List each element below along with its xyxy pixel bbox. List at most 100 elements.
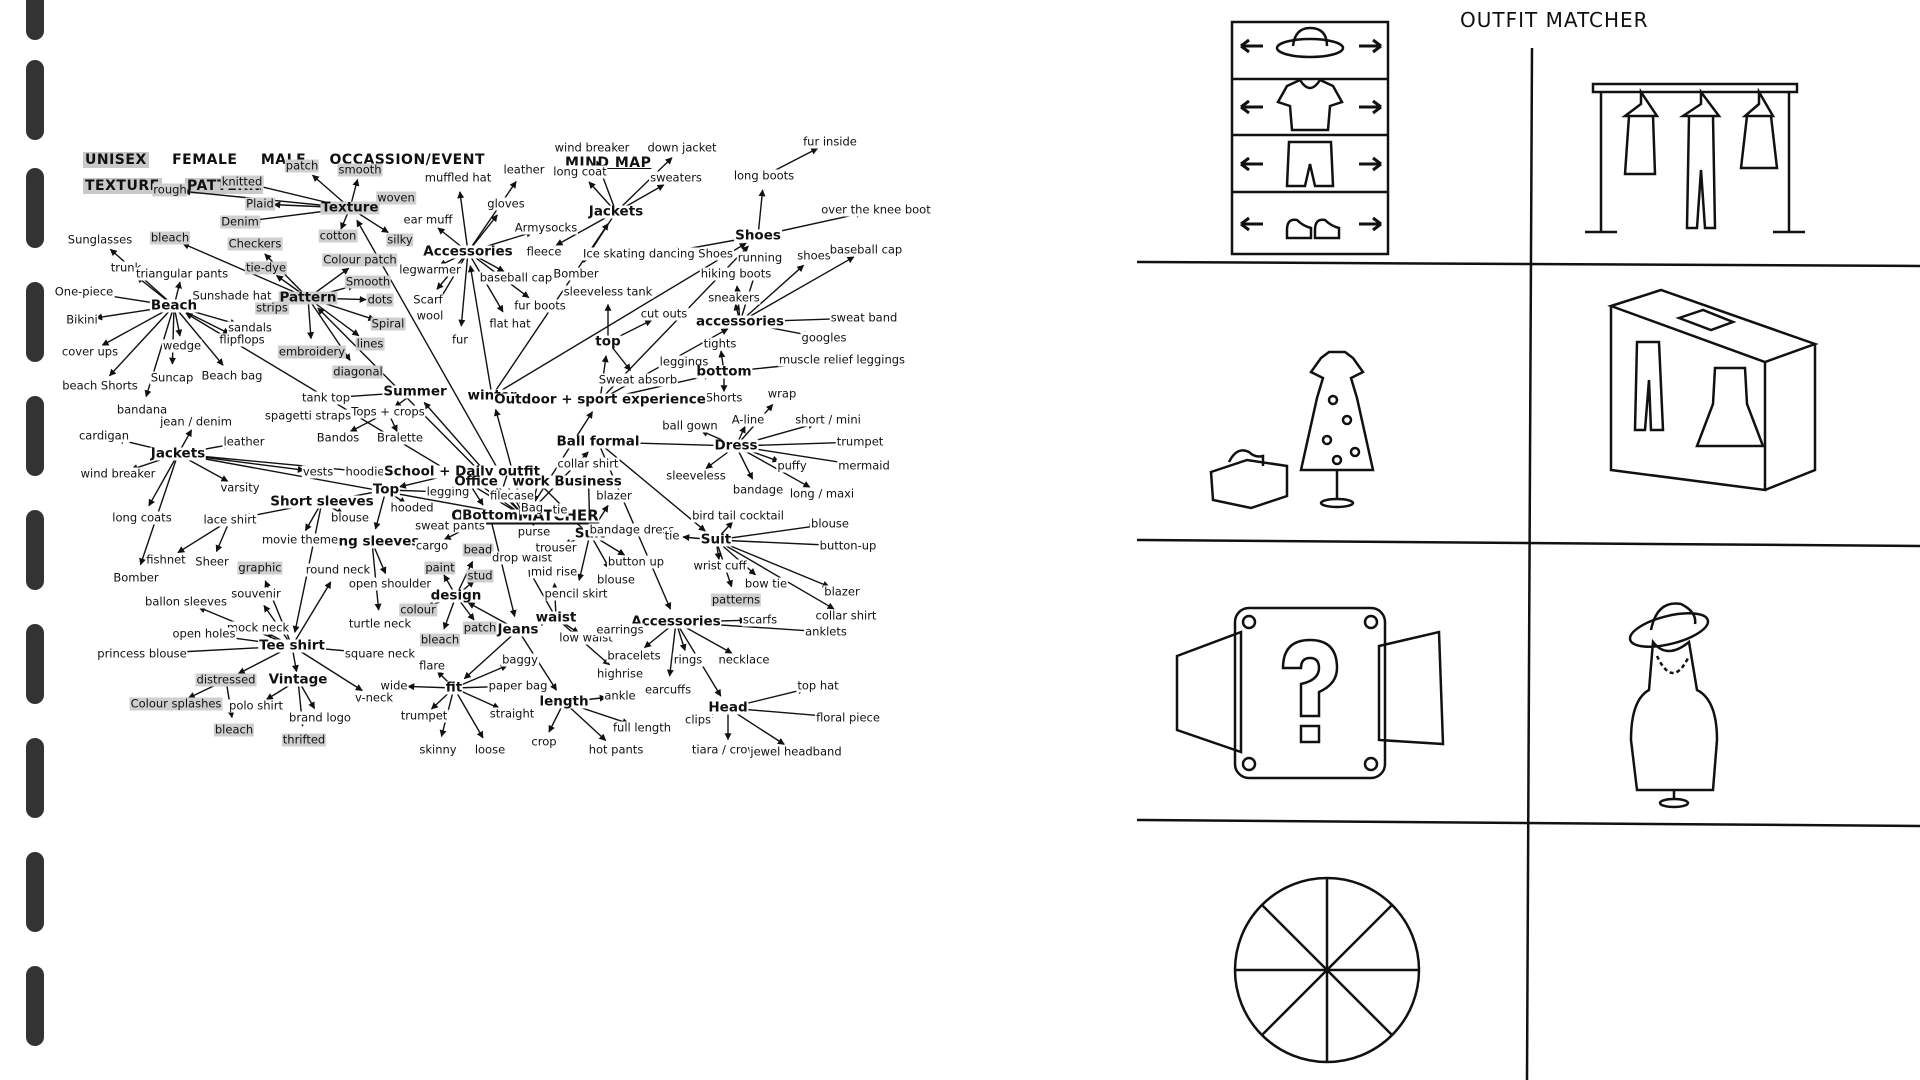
mindmap-node-open-holes: open holes	[171, 626, 237, 641]
mindmap-node-smooth: smooth	[337, 162, 383, 177]
mindmap-node-wrap: wrap	[766, 386, 798, 401]
mindmap-node-cover-ups: cover ups	[60, 344, 120, 359]
binding-ring	[26, 966, 44, 1046]
mindmap-node-head: Head	[707, 699, 749, 716]
mindmap-node-fit: fit	[444, 679, 464, 696]
mindmap-connector	[577, 533, 591, 582]
mindmap-node-mermaid: mermaid	[837, 458, 891, 473]
binding-ring	[26, 624, 44, 704]
mindmap-node-balloon: ballon sleeves	[144, 594, 228, 609]
mindmap-node-filecase: filecase	[489, 488, 535, 503]
mindmap-node-colour-patch: Colour patch	[322, 252, 398, 267]
mindmap-node-ball-gown: ball gown	[661, 418, 719, 433]
mindmap-connector	[735, 445, 811, 488]
mindmap-node-collar-shirt2: collar shirt	[814, 608, 878, 623]
mindmap-node-dress: Dress	[713, 437, 759, 454]
binding-ring	[26, 0, 44, 40]
mindmap-node-bomber2: Bomber	[112, 570, 160, 585]
binding-ring	[26, 396, 44, 476]
mindmap-connector	[371, 541, 382, 611]
mindmap-connector	[615, 157, 673, 213]
mindmap-node-patch: patch	[284, 158, 320, 173]
mindmap-node-muffled-hat: muffled hat	[423, 170, 493, 185]
mindmap-node-bomber: Bomber	[552, 266, 600, 281]
mindmap-node-cut-outs: cut outs	[639, 306, 689, 321]
mindmap-node-ball-formal: Ball formal	[555, 433, 641, 450]
mindmap-node-blazer2: blazer	[823, 584, 861, 599]
mindmap-connector	[173, 305, 224, 366]
mindmap-node-varsity: varsity	[219, 480, 261, 495]
mindmap-node-sweaters: sweaters	[649, 170, 703, 185]
mindmap-node-loose: loose	[473, 742, 507, 757]
mindmap-node-graphic: graphic	[237, 560, 283, 575]
mindmap-node-earcuffs: earcuffs	[643, 682, 693, 697]
mindmap-node-colour: colour	[399, 602, 437, 617]
mindmap-node-running: running	[736, 250, 784, 265]
mindmap-node-sweat-absorb: Sweat absorb	[597, 372, 679, 387]
mindmap-node-arm-socks: Armysocks	[513, 220, 579, 235]
mindmap-node-dots: dots	[366, 292, 394, 307]
mindmap-connector	[458, 251, 469, 327]
mindmap-node-long-maxi: long / maxi	[788, 486, 856, 501]
binding-ring	[26, 738, 44, 818]
mindmap-connector	[739, 264, 805, 323]
mindmap-node-tiara: tiara / crown	[690, 742, 766, 757]
mindmap-connector	[148, 453, 179, 507]
mindmap-connector	[307, 297, 315, 340]
mindmap-node-v-neck: v-neck	[354, 690, 394, 705]
mindmap-node-long-coats: long coats	[111, 510, 173, 525]
mindmap-node-leggings: leggings	[658, 354, 710, 369]
mindmap-connector	[463, 629, 519, 680]
mindmap-connector	[139, 453, 179, 566]
mindmap-node-patterns: patterns	[710, 592, 762, 607]
binding-ring	[26, 282, 44, 362]
mindmap-node-woven: woven	[376, 190, 416, 205]
binding-ring	[26, 60, 44, 140]
mindmap-node-tops-crops: Tops + crops	[350, 404, 426, 419]
mindmap-node-accessories: Accessories	[422, 243, 514, 260]
mindmap-node-puffy: puffy	[776, 458, 808, 473]
mindmap-node-tank-top: tank top	[300, 390, 352, 405]
mindmap-node-wide: wide	[379, 678, 409, 693]
mindmap-node-paper-bag: paper bag	[487, 678, 549, 693]
mindmap-node-baseball-cap: baseball cap	[478, 270, 554, 285]
mindmap-connector	[489, 515, 517, 618]
mindmap-node-ankle: ankle	[603, 688, 637, 703]
mindmap-node-button-up: button up	[606, 554, 666, 569]
mindmap-node-flipflops: flipflops	[218, 332, 266, 347]
mindmap-node-bird-tail: bird tail cocktail	[691, 508, 785, 523]
mindmap-connector	[169, 305, 177, 365]
mindmap-node-ear-muff: ear muff	[402, 212, 454, 227]
mindmap-node-baggy: baggy	[501, 652, 539, 667]
mindmap-node-bandage-dress: bandage dress	[588, 522, 676, 537]
panel-wardrobe-box	[1607, 288, 1819, 492]
mindmap-node-fishnet: fishnet	[145, 552, 187, 567]
mindmap-node-bleach2: bleach	[213, 722, 255, 737]
mindmap-node-shoes2: shoes	[796, 248, 832, 263]
mindmap-node-tights: tights	[702, 336, 738, 351]
legend-item: FEMALE	[172, 152, 238, 168]
mindmap-node-sunshade-hat: Sunshade hat	[191, 288, 273, 303]
mindmap-node-down-jacket: down jacket	[646, 140, 718, 155]
mindmap-node-jackets2: Jackets	[149, 445, 207, 462]
mindmap-node-short-mini: short / mini	[794, 412, 862, 427]
legend-item: TEXTURE	[83, 178, 162, 194]
mindmap-node-jeans: Jeans	[496, 621, 540, 638]
mindmap-node-trumpet2: trumpet	[399, 708, 449, 723]
mindmap-node-bandana: bandana	[115, 402, 169, 417]
mindmap-node-spaghetti: spagetti straps	[263, 408, 353, 423]
mindmap-node-beach-bag: Beach bag	[200, 368, 264, 383]
mindmap-node-legwarmer: legwarmer	[398, 262, 462, 277]
panel-mannequin-dress	[1209, 350, 1375, 510]
mindmap-node-thrifted: thrifted	[281, 732, 327, 747]
mindmap-connector	[739, 256, 855, 323]
mindmap-node-texture: Texture	[320, 199, 380, 216]
mindmap-node-jewel-headband: jewel headband	[749, 744, 843, 759]
mindmap-node-sheer: Sheer	[194, 554, 230, 569]
mindmap-connector	[715, 539, 835, 549]
mindmap-node-paint: paint	[424, 560, 456, 575]
mindmap-node-school: School + Daily outfit	[382, 463, 542, 480]
mindmap-node-movie-theme: movie theme	[260, 532, 340, 547]
mindmap-node-collar-shirt: collar shirt	[556, 456, 620, 471]
